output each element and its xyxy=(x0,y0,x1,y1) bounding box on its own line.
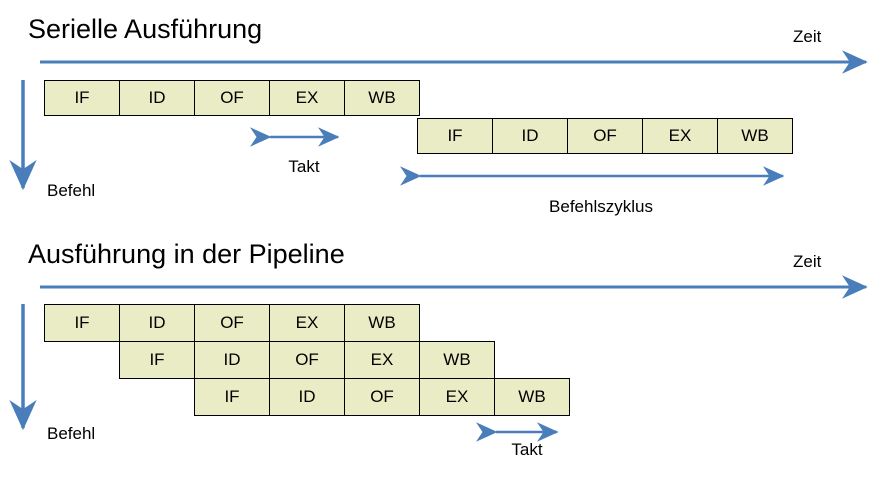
serial-section-title: Serielle Ausführung xyxy=(28,14,263,44)
serial-row1-stage-wb: WB xyxy=(344,80,420,116)
serial-instruction-axis-label: Befehl xyxy=(47,181,96,200)
serial-row2-stage-if: IF xyxy=(417,118,493,154)
serial-row1-stage-if: IF xyxy=(44,80,120,116)
pipeline-row2-stage-of: OF xyxy=(269,341,345,379)
pipeline-row2-stage-if: IF xyxy=(119,341,195,379)
pipeline-takt-label: Takt xyxy=(511,440,543,459)
pipeline-section-title: Ausführung in der Pipeline xyxy=(28,239,345,269)
pipeline-row3-stage-id: ID xyxy=(269,378,345,416)
pipeline-row1-stage-wb: WB xyxy=(344,304,420,342)
serial-row2-stage-ex: EX xyxy=(642,118,718,154)
pipeline-row1-stage-id: ID xyxy=(119,304,195,342)
pipeline-row3-stage-ex: EX xyxy=(419,378,495,416)
pipeline-instruction-axis-label: Befehl xyxy=(47,424,96,443)
pipeline-row2-stage-wb: WB xyxy=(419,341,495,379)
serial-row2-stage-wb: WB xyxy=(717,118,793,154)
pipeline-row1-stage-if: IF xyxy=(44,304,120,342)
pipeline-row1-stage-ex: EX xyxy=(269,304,345,342)
pipeline-row1-stage-of: OF xyxy=(194,304,270,342)
serial-row1-stage-id: ID xyxy=(119,80,195,116)
serial-row1-stage-ex: EX xyxy=(269,80,345,116)
pipeline-row3-stage-of: OF xyxy=(344,378,420,416)
serial-row2-stage-of: OF xyxy=(567,118,643,154)
serial-row1-stage-of: OF xyxy=(194,80,270,116)
serial-befehlszyklus-label: Befehlszyklus xyxy=(549,197,653,216)
pipeline-row3-stage-if: IF xyxy=(194,378,270,416)
pipeline-row2-stage-id: ID xyxy=(194,341,270,379)
pipeline-row3-stage-wb: WB xyxy=(494,378,570,416)
serial-row2-stage-id: ID xyxy=(492,118,568,154)
pipeline-row2-stage-ex: EX xyxy=(344,341,420,379)
pipeline-time-axis-label: Zeit xyxy=(793,252,822,271)
serial-takt-label: Takt xyxy=(288,157,320,176)
serial-time-axis-label: Zeit xyxy=(793,27,822,46)
